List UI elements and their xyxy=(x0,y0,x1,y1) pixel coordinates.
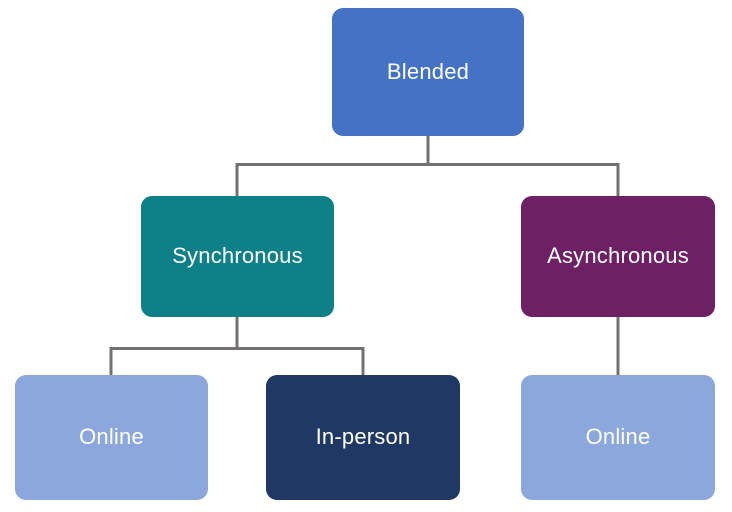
node-synchronous[interactable]: Synchronous xyxy=(141,196,334,317)
node-synchronous-label: Synchronous xyxy=(172,243,303,269)
node-online-asynchronous[interactable]: Online xyxy=(521,375,715,500)
node-online-synchronous[interactable]: Online xyxy=(15,375,208,500)
node-asynchronous-label: Asynchronous xyxy=(547,243,689,269)
node-in-person-label: In-person xyxy=(315,424,411,450)
node-online-asynchronous-label: Online xyxy=(585,424,651,450)
node-in-person[interactable]: In-person xyxy=(266,375,460,500)
node-blended[interactable]: Blended xyxy=(332,8,524,136)
node-asynchronous[interactable]: Asynchronous xyxy=(521,196,715,317)
node-blended-label: Blended xyxy=(386,58,470,84)
node-online-synchronous-label: Online xyxy=(79,424,144,450)
